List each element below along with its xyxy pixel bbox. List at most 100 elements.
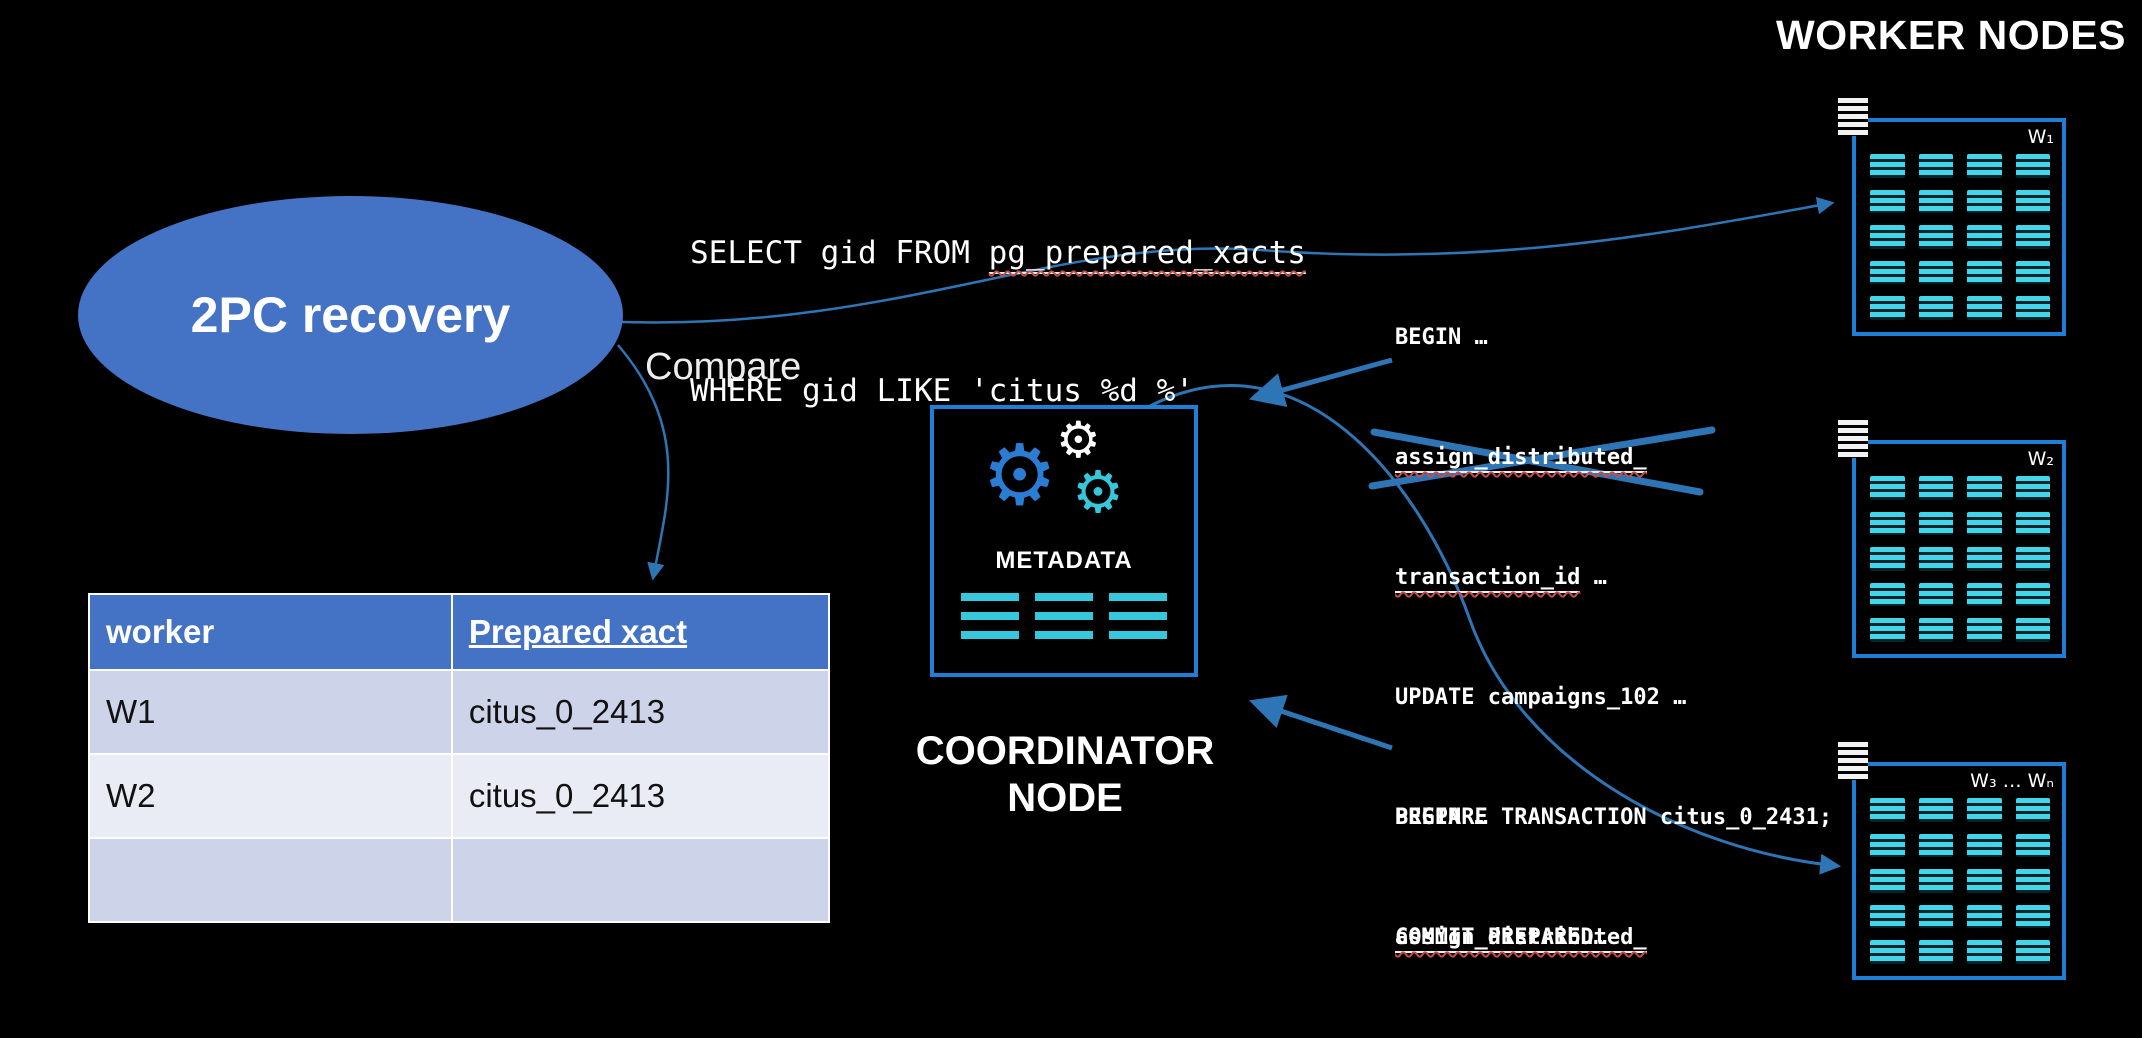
- shard-tile-icon: [2015, 225, 2050, 249]
- shard-tile-icon: [1967, 582, 2002, 607]
- shard-tile-icon: [1870, 940, 1905, 964]
- shard-tile-icon: [1870, 511, 1905, 536]
- shard-tile-icon: [1870, 582, 1905, 607]
- underlined-identifier: transaction_id: [1395, 565, 1581, 593]
- transaction-block-2: BEGIN … assign_distributed_ transaction_…: [1395, 718, 1832, 1038]
- coordinator-label-line2: NODE: [1007, 776, 1123, 821]
- cell-worker: W1: [88, 669, 453, 755]
- tx-line: PREPARE TRANSACTION citus_0_2431;: [1395, 805, 1833, 830]
- server-icon: [1838, 742, 1868, 780]
- shard-tile-icon: [1967, 904, 2002, 929]
- tx-line: assign_distributed_: [1395, 918, 1832, 958]
- table-header-worker: worker: [88, 593, 453, 671]
- sql-text: SELECT gid FROM: [690, 235, 989, 271]
- gears-icon: ⚙ ⚙ ⚙: [934, 415, 1194, 541]
- shard-tile-icon: [1918, 225, 1953, 249]
- transaction-block-1: BEGIN … assign_distributed_ transaction_…: [1395, 238, 1832, 1038]
- shard-tile-icon: [2015, 511, 2050, 536]
- worker-node-box-1: W₁: [1838, 98, 2066, 336]
- sql-query: SELECT gid FROM pg_prepared_xacts WHERE …: [690, 138, 1306, 506]
- sql-text: ': [1175, 373, 1194, 409]
- cell-worker: [88, 837, 453, 923]
- shard-tile-icon: [1967, 511, 2002, 536]
- coordinator-node-label: COORDINATOR NODE: [890, 728, 1240, 822]
- tx-line: assign_distributed_: [1395, 438, 1832, 478]
- shard-tile-icon: [1870, 260, 1905, 285]
- underlined-identifier: pg_prepared_xacts: [988, 235, 1306, 274]
- shard-tile-icon: [1967, 476, 2002, 500]
- table-header-row: worker Prepared xact: [88, 593, 831, 671]
- shard-tile-icon: [1967, 833, 2002, 858]
- sql-line-1: SELECT gid FROM pg_prepared_xacts: [690, 230, 1306, 276]
- metadata-bar-icon: [1035, 593, 1093, 601]
- shard-tile-icon: [1870, 225, 1905, 249]
- shard-tile-icon: [1918, 476, 1953, 500]
- cell-prepared-xact: citus_0_2413: [450, 753, 831, 839]
- shard-tile-icon: [1918, 189, 1953, 214]
- 2pc-recovery-ellipse: 2PC recovery: [78, 196, 623, 434]
- shard-tile-icon: [2015, 189, 2050, 214]
- shard-tile-icon: [1918, 618, 1953, 642]
- worker-label: W₁: [2027, 126, 2054, 148]
- metadata-bar-icon: [1109, 612, 1167, 620]
- table-row: [88, 837, 831, 923]
- shard-tile-icon: [2015, 618, 2050, 642]
- shard-tile-icon: [2015, 154, 2050, 178]
- metadata-bar-icon: [1035, 612, 1093, 620]
- shard-tile-icon: [1967, 940, 2002, 964]
- shard-tile-icon: [2015, 869, 2050, 893]
- tx-line-crossed-out: COMMIT PREPARED…: [1395, 925, 1607, 950]
- shard-tile-icon: [1967, 547, 2002, 571]
- server-icon: [1838, 98, 1868, 136]
- shard-tile-icon: [2015, 833, 2050, 858]
- shard-tile-icon: [2015, 260, 2050, 285]
- sql-identifier: citus_%d_%: [988, 373, 1176, 409]
- shard-tile-icon: [1918, 869, 1953, 893]
- shard-tile-icon: [1918, 547, 1953, 571]
- sql-line-2: WHERE gid LIKE 'citus_%d_%': [690, 368, 1306, 414]
- metadata-rows-icon: [934, 593, 1194, 639]
- underlined-identifier: assign_distributed_: [1395, 445, 1647, 473]
- shard-tile-icon: [1870, 833, 1905, 858]
- sql-text: WHERE gid LIKE ': [690, 373, 989, 409]
- cell-prepared-xact: citus_0_2413: [450, 669, 831, 755]
- shard-tile-icon: [1918, 904, 1953, 929]
- tx-text: …: [1580, 565, 1607, 590]
- shard-grid: [1870, 798, 2050, 964]
- worker-node-box-2: W₂: [1838, 420, 2066, 658]
- compare-label: Compare: [645, 346, 802, 388]
- shard-tile-icon: [1870, 869, 1905, 893]
- tx-line: BEGIN …: [1395, 805, 1488, 830]
- shard-tile-icon: [1870, 618, 1905, 642]
- shard-tile-icon: [2015, 582, 2050, 607]
- worker-nodes-title: WORKER NODES: [1776, 12, 2126, 58]
- server-icon: [1838, 420, 1868, 458]
- cell-prepared-xact: [450, 837, 831, 923]
- shard-tile-icon: [2015, 296, 2050, 320]
- shard-tile-icon: [1967, 260, 2002, 285]
- metadata-bar-icon: [1109, 631, 1167, 639]
- metadata-bar-icon: [961, 631, 1019, 639]
- prepared-xact-table: worker Prepared xact W1 citus_0_2413 W2 …: [88, 593, 831, 923]
- metadata-bar-icon: [1109, 593, 1167, 601]
- metadata-bar-icon: [961, 612, 1019, 620]
- coordinator-node-box: ⚙ ⚙ ⚙ METADATA: [930, 405, 1198, 677]
- shard-tile-icon: [1918, 833, 1953, 858]
- underlined-identifier: assign_distributed_: [1395, 925, 1647, 953]
- shard-tile-icon: [1967, 296, 2002, 320]
- shard-tile-icon: [1870, 476, 1905, 500]
- shard-tile-icon: [1870, 904, 1905, 929]
- gear-icon: ⚙: [1056, 411, 1101, 469]
- worker-label: W₃ … Wₙ: [1970, 770, 2054, 792]
- tx-identifier: assign_distributed_: [1395, 925, 1647, 950]
- worker-label: W₂: [2027, 448, 2054, 470]
- shard-tile-icon: [1918, 582, 1953, 607]
- shard-tile-icon: [2015, 904, 2050, 929]
- shard-tile-icon: [2015, 476, 2050, 500]
- shard-tile-icon: [1918, 798, 1953, 822]
- shard-tile-icon: [1918, 296, 1953, 320]
- table-header-prepared-xact: Prepared xact: [450, 593, 831, 671]
- shard-tile-icon: [1967, 618, 2002, 642]
- metadata-bar-icon: [1035, 631, 1093, 639]
- shard-tile-icon: [2015, 798, 2050, 822]
